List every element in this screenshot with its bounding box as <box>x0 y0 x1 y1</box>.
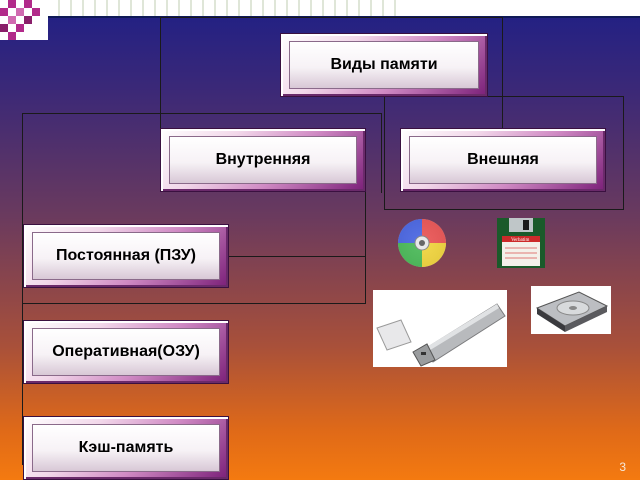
floppy-disk-icon: Verbatim <box>497 218 545 268</box>
connector <box>381 113 382 193</box>
node-label: Внешняя <box>409 136 597 184</box>
cd-disc-icon <box>398 219 446 267</box>
connector <box>160 17 503 18</box>
connector <box>22 113 382 114</box>
connector <box>623 96 624 210</box>
connector <box>228 256 366 257</box>
connector <box>502 17 503 130</box>
top-decoration-bar <box>48 0 640 18</box>
node-external-memory: Внешняя <box>400 128 606 192</box>
slide-number: 3 <box>619 460 626 474</box>
node-rom: Постоянная (ПЗУ) <box>23 224 229 288</box>
hard-disk-drive-icon <box>531 286 611 334</box>
node-ram: Оперативная(ОЗУ) <box>23 320 229 384</box>
connector <box>384 209 624 210</box>
node-memory-types: Виды памяти <box>280 33 488 97</box>
connector <box>365 192 366 304</box>
node-label: Оперативная(ОЗУ) <box>32 328 220 376</box>
node-internal-memory: Внутренняя <box>160 128 366 192</box>
node-cache: Кэш-память <box>23 416 229 480</box>
connector <box>160 17 161 130</box>
node-label: Внутренняя <box>169 136 357 184</box>
connector <box>384 96 385 210</box>
node-label: Виды памяти <box>289 41 479 89</box>
connector <box>22 113 23 465</box>
floppy-brand-label: Verbatim <box>511 238 529 243</box>
usb-flash-drive-icon <box>373 290 507 367</box>
node-label: Кэш-память <box>32 424 220 472</box>
connector <box>384 96 624 97</box>
corner-decoration <box>0 0 48 40</box>
node-label: Постоянная (ПЗУ) <box>32 232 220 280</box>
connector <box>22 303 366 304</box>
